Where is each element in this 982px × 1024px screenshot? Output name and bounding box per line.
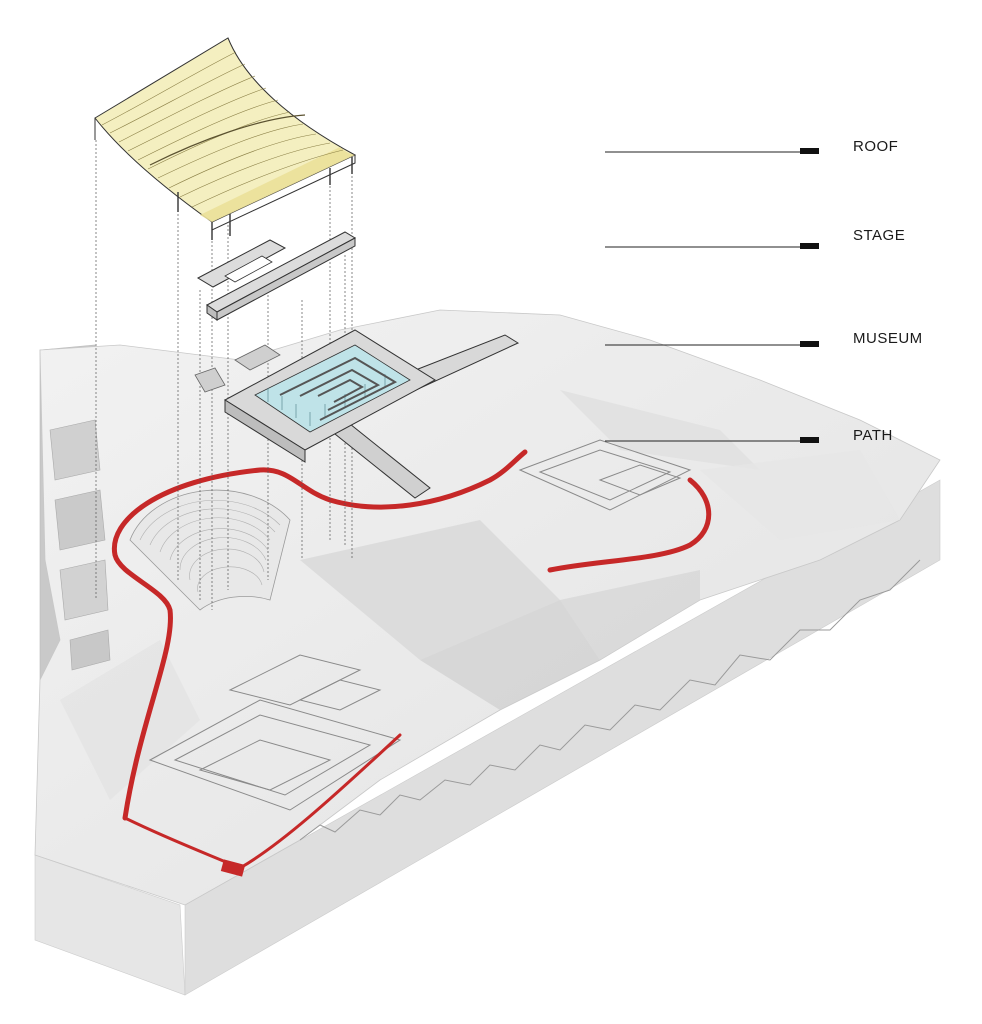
terrain-facet xyxy=(420,600,600,710)
terrain-facet xyxy=(560,570,700,660)
stage-frame xyxy=(196,239,287,288)
legend-label-stage: STAGE xyxy=(853,227,906,244)
terrain-facet xyxy=(560,390,760,470)
legend-lines xyxy=(605,148,819,443)
roof-columns xyxy=(177,157,353,240)
roof-highlight xyxy=(200,147,355,222)
stage-frame-opening xyxy=(224,255,273,283)
terrain-cliff-front xyxy=(184,479,941,996)
path-entrance-marker xyxy=(220,859,246,877)
museum-block xyxy=(194,367,226,393)
terrain-ridge xyxy=(299,559,921,841)
roof-level xyxy=(94,37,357,240)
left-blocks xyxy=(49,419,111,671)
terrain xyxy=(34,309,941,996)
roof-ribs xyxy=(101,51,344,208)
terrain-facet xyxy=(700,450,900,540)
legend-label-roof: ROOF xyxy=(853,138,899,155)
ruins-right xyxy=(518,439,692,511)
terrain-facet xyxy=(300,520,560,660)
museum-level xyxy=(194,329,520,499)
ruins-lower xyxy=(148,654,402,811)
legend-label-museum: MUSEUM xyxy=(853,330,923,347)
terrain-facet xyxy=(60,640,200,800)
path-route-main xyxy=(111,449,528,821)
roof-canopy xyxy=(94,37,357,223)
museum-spiral-walls xyxy=(279,356,398,421)
museum-block xyxy=(234,344,281,371)
amphitheater xyxy=(129,489,291,611)
stage-level xyxy=(196,231,357,321)
path-route-east xyxy=(547,477,712,573)
museum-plate-side xyxy=(224,399,306,463)
legend-label-path: PATH xyxy=(853,427,893,444)
red-path xyxy=(111,449,712,877)
stage-long-bar-front xyxy=(216,237,356,321)
